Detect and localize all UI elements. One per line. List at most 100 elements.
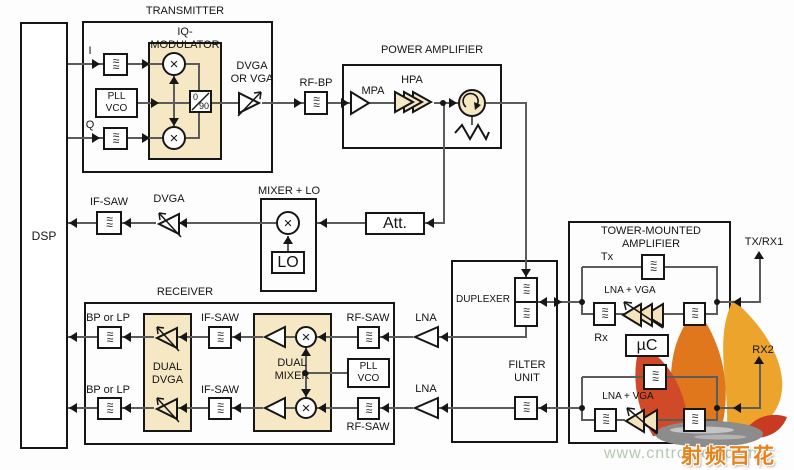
phase-zero-label: 0 — [193, 92, 199, 102]
q-input-label: Q — [85, 119, 95, 131]
wire — [658, 419, 683, 421]
dvga-feedback-label: DVGA — [153, 193, 185, 205]
tower-mounted-amplifier-title: TOWER-MOUNTED AMPLIFIER — [600, 225, 701, 250]
circulator — [458, 89, 486, 117]
wire — [307, 372, 347, 374]
junction-dot — [714, 299, 720, 305]
wire — [716, 267, 718, 315]
tma-rx-filter-right-2: ≈ ≈ — [683, 408, 706, 432]
arrow-left-icon — [179, 403, 187, 413]
dsp-label: DSP — [31, 228, 57, 243]
antenna-load-icon — [454, 122, 490, 142]
wire — [380, 407, 413, 409]
arrow-left-icon — [233, 403, 241, 413]
mpa-label: MPA — [361, 85, 385, 97]
duplexer-label: DUPLEXER — [456, 294, 510, 305]
duplexer-filter-unit-box — [451, 260, 558, 443]
rx-path-label: Rx — [594, 332, 608, 344]
arrow-left-icon — [179, 332, 187, 342]
wire — [122, 407, 154, 409]
phase-shifter-0-90: 0 90 — [189, 90, 212, 113]
brand-flame-logo — [635, 300, 787, 447]
arrow-up-icon — [754, 251, 764, 259]
arrow-left-icon — [233, 332, 241, 342]
pll-vco-rx-label: PLL VCO — [357, 361, 380, 384]
power-amplifier-title: POWER AMPLIFIER — [380, 44, 484, 56]
wire — [262, 102, 304, 104]
mixer-cross-icon: × — [169, 129, 179, 147]
arrow-down-icon — [301, 389, 311, 397]
wire — [178, 336, 208, 338]
wire — [198, 63, 200, 92]
filter-wave-icon: ≈ ≈ — [650, 256, 657, 276]
wire — [138, 102, 189, 104]
tma-rx-filter-left-2: ≈ ≈ — [594, 408, 617, 432]
arrow-up-icon — [283, 236, 293, 244]
arrow-left-icon — [123, 403, 131, 413]
bp-or-lp-bottom-label: BP or LP — [86, 384, 130, 396]
i-baseband-filter: ≈ ≈ — [103, 53, 128, 76]
mixer-cross-icon: × — [169, 55, 179, 73]
arrow-left-icon — [733, 297, 741, 307]
rf-saw-bottom-filter: ≈ ≈ — [357, 397, 380, 420]
wire — [178, 407, 208, 409]
iq-modulator-title: IQ-MODULATOR — [150, 26, 220, 51]
wire — [525, 102, 527, 277]
dual-mixer-label: DUAL MIXER — [274, 357, 310, 382]
wire — [186, 137, 200, 139]
wire — [434, 102, 459, 104]
wire — [232, 407, 263, 409]
filter-wave-icon: ≈ ≈ — [691, 409, 699, 429]
if-saw-top-label: IF-SAW — [200, 312, 240, 324]
arrow-right-icon — [341, 98, 349, 108]
transmitter-title: TRANSMITTER — [145, 5, 225, 17]
wire — [706, 313, 718, 315]
wire — [425, 222, 445, 224]
wire — [616, 313, 624, 315]
microcontroller-label: µC — [636, 336, 658, 354]
q-baseband-filter: ≈ ≈ — [103, 127, 128, 150]
if-saw-feedback-label: IF-SAW — [89, 196, 129, 208]
arrow-left-icon — [123, 218, 131, 228]
lna-vga-bottom-label: LNA + VGA — [602, 391, 654, 402]
pll-vco-rx-box: PLL VCO — [347, 358, 390, 388]
filter-wave-icon: ≈ ≈ — [523, 303, 530, 323]
wire — [317, 222, 365, 224]
arrow-right-icon — [554, 297, 562, 307]
i-input-label: I — [88, 45, 92, 57]
lo-box: LO — [271, 251, 305, 274]
lo-label: LO — [277, 253, 299, 271]
hpa-label: HPA — [401, 74, 423, 86]
duplexer-rx-filter: ≈ ≈ — [514, 301, 538, 327]
mixer-lo-box — [260, 198, 317, 292]
junction-dot — [440, 100, 446, 106]
wire — [232, 336, 263, 338]
arrow-right-icon — [92, 133, 100, 143]
dual-dvga-label: DUAL DVGA — [151, 361, 184, 386]
phase-shifter-diagonal — [191, 92, 210, 111]
arrow-right-icon — [92, 59, 100, 69]
wire — [581, 377, 583, 421]
tma-rx-filter-left-1: ≈ ≈ — [593, 302, 616, 326]
arrow-left-icon — [179, 218, 187, 228]
wire — [716, 377, 718, 421]
filter-wave-icon: ≈ ≈ — [217, 397, 224, 418]
arrow-left-icon — [318, 332, 326, 342]
wire — [706, 419, 718, 421]
arrow-right-icon — [294, 98, 302, 108]
rf-bp-filter: ≈ ≈ — [304, 91, 328, 115]
dvga-or-vga-amp — [237, 91, 262, 117]
wire — [285, 336, 295, 338]
wire — [439, 336, 527, 338]
filter-wave-icon: ≈ ≈ — [602, 409, 610, 429]
wire — [317, 336, 357, 338]
dual-dvga-amp-top — [154, 326, 180, 352]
wire — [317, 407, 357, 409]
wire — [178, 222, 276, 224]
wire — [122, 222, 156, 224]
if-saw-top-filter: ≈ ≈ — [208, 326, 232, 349]
tma-rx-filter-right-1: ≈ ≈ — [683, 302, 706, 326]
arrow-up-icon — [754, 356, 764, 364]
wire — [370, 102, 396, 104]
